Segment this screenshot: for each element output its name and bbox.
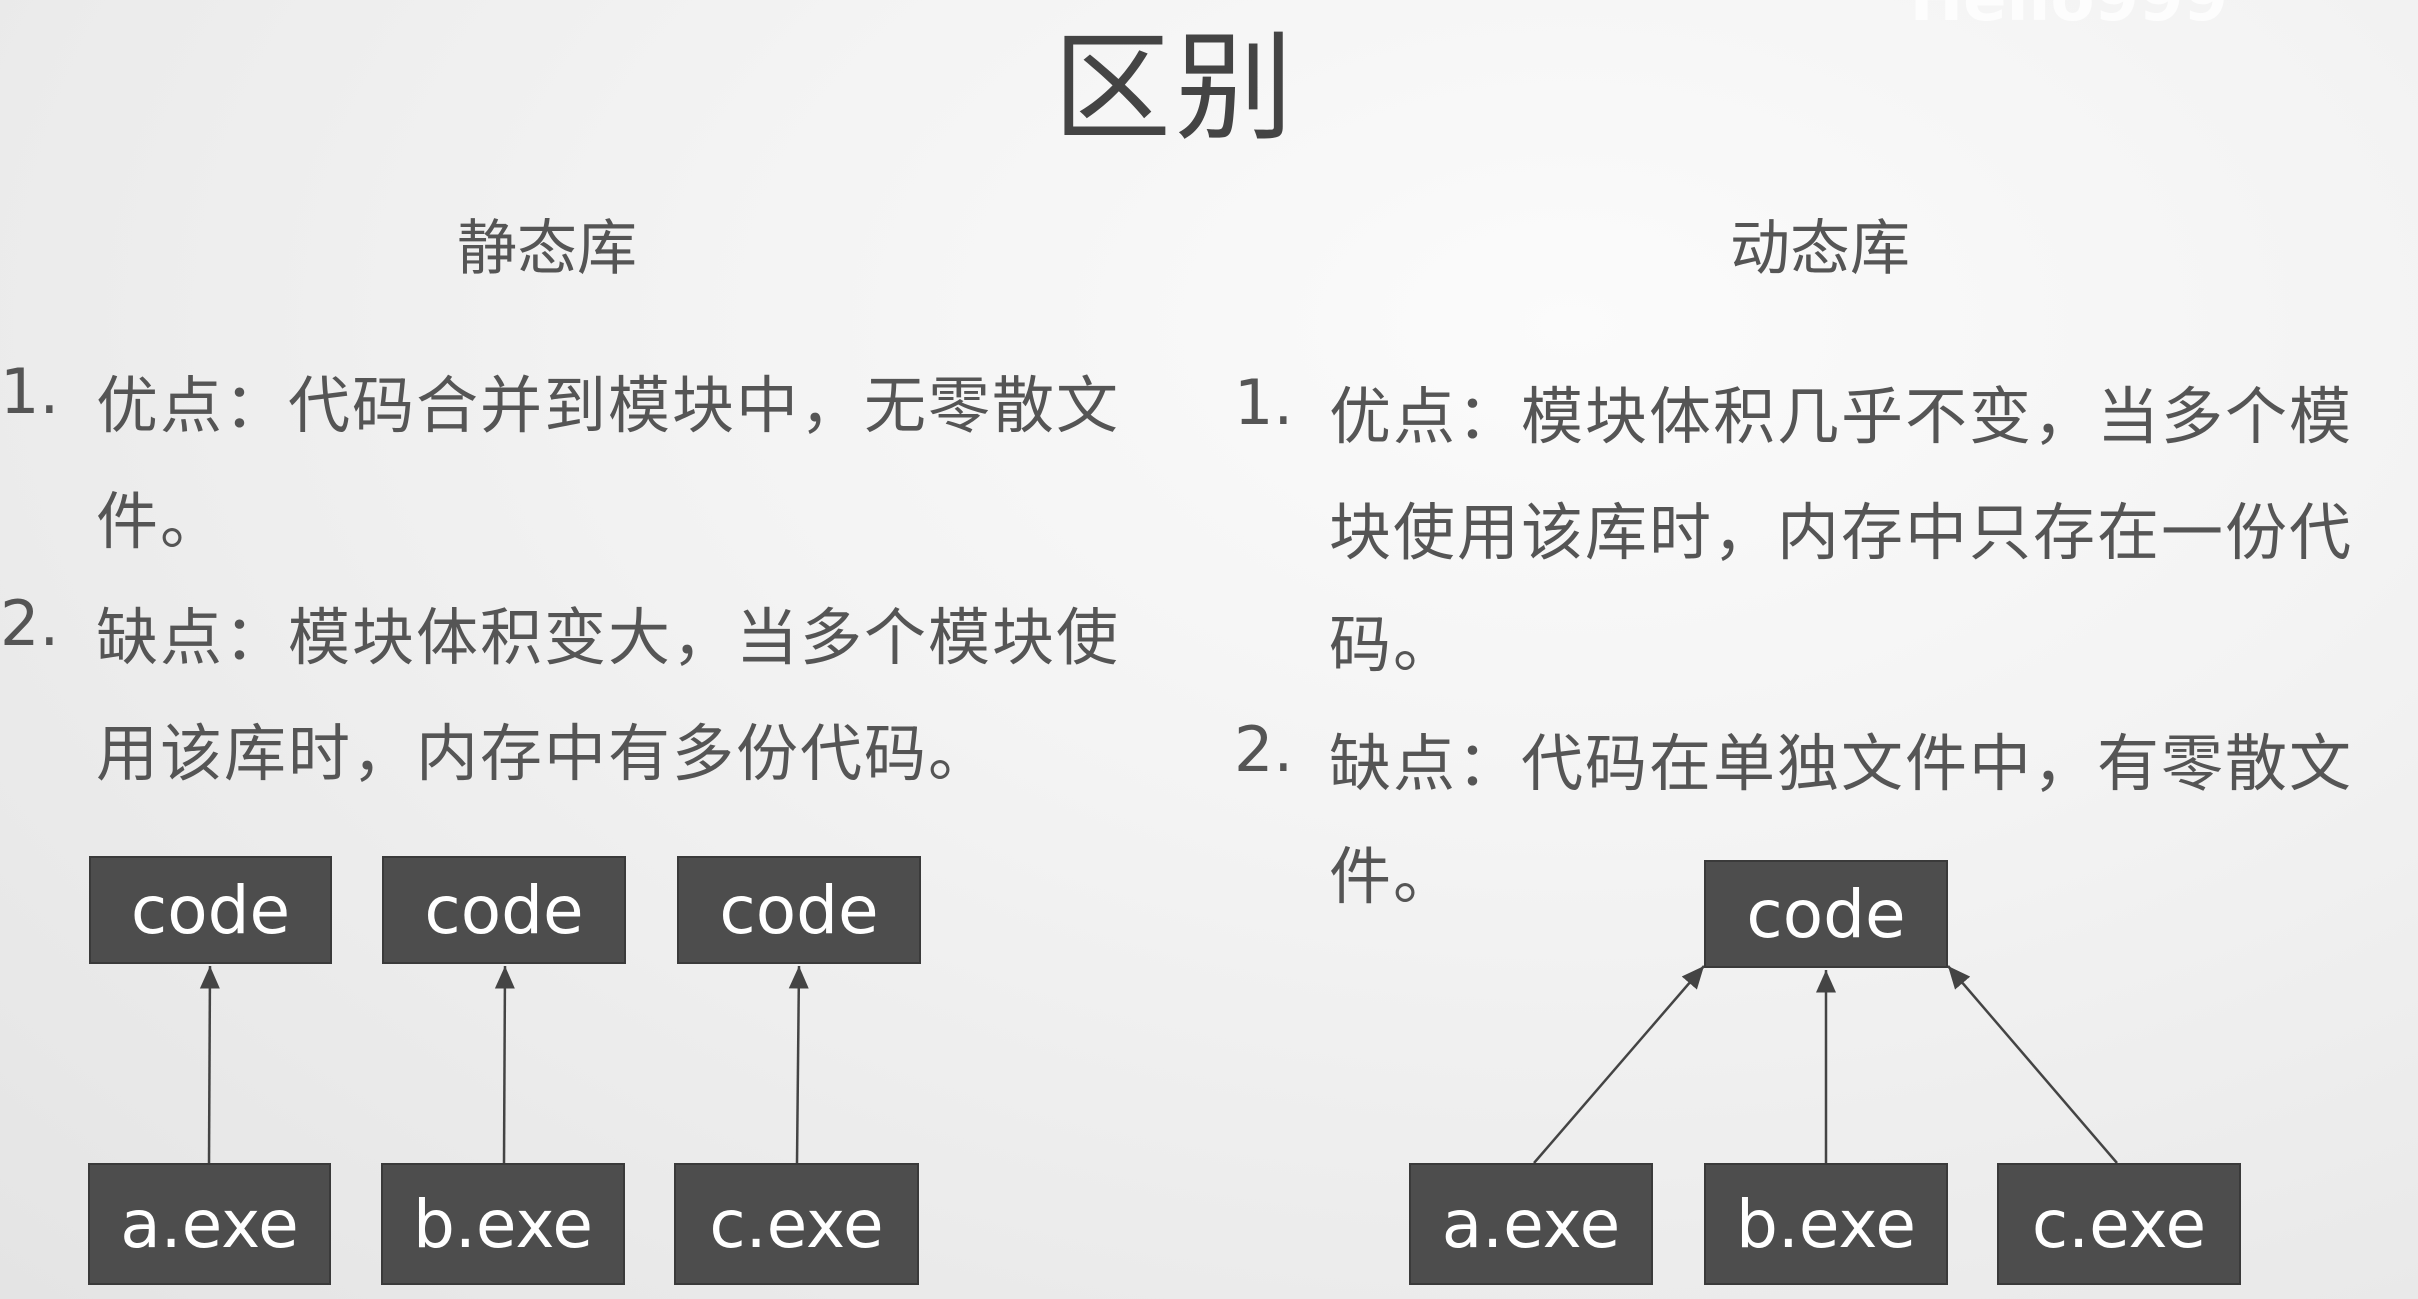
slide-title: 区别 xyxy=(1052,19,1297,157)
dynamic-exe-box-b: b.exe xyxy=(1704,1163,1948,1285)
static-library-heading: 静态库 xyxy=(457,214,637,284)
static-code-box-2: code xyxy=(382,856,626,964)
static-item-1-number: 1. xyxy=(0,355,60,428)
dynamic-item-2-number: 2. xyxy=(1234,713,1294,786)
dynamic-exe-box-c: c.exe xyxy=(1997,1163,2241,1285)
static-item-2-line-2: 用该库时，内存中有多份代码。 xyxy=(96,717,993,790)
watermark: Hello999 xyxy=(1910,0,2228,36)
dynamic-library-heading: 动态库 xyxy=(1730,214,1910,284)
static-exe-box-a: a.exe xyxy=(88,1163,331,1285)
dynamic-exe-box-a: a.exe xyxy=(1409,1163,1653,1285)
dynamic-item-1-line-2: 块使用该库时，内存中只存在一份代 xyxy=(1329,496,2354,569)
static-item-1-line-1: 优点：代码合并到模块中，无零散文 xyxy=(96,369,1121,442)
dynamic-item-2-line-1: 缺点：代码在单独文件中，有零散文 xyxy=(1329,727,2354,800)
static-code-box-3: code xyxy=(677,856,921,964)
dynamic-item-1-line-3: 码。 xyxy=(1329,608,1458,681)
dynamic-item-2-line-2: 件。 xyxy=(1329,840,1458,913)
static-exe-box-b: b.exe xyxy=(381,1163,625,1285)
dynamic-code-box: code xyxy=(1704,860,1948,968)
dynamic-arrow-a xyxy=(1533,965,1705,1164)
static-arrow-c xyxy=(788,965,809,1164)
static-arrow-a xyxy=(199,965,220,1164)
dynamic-arrow-c xyxy=(1947,965,2118,1164)
dynamic-item-1-line-1: 优点：模块体积几乎不变，当多个模 xyxy=(1329,380,2354,453)
static-item-1-line-2: 件。 xyxy=(96,485,225,558)
static-item-2-line-1: 缺点：模块体积变大，当多个模块使 xyxy=(96,601,1121,674)
static-item-2-number: 2. xyxy=(0,587,60,660)
static-exe-box-c: c.exe xyxy=(674,1163,919,1285)
dynamic-item-1-number: 1. xyxy=(1234,366,1294,439)
static-code-box-1: code xyxy=(89,856,332,964)
static-arrow-b xyxy=(494,965,515,1164)
